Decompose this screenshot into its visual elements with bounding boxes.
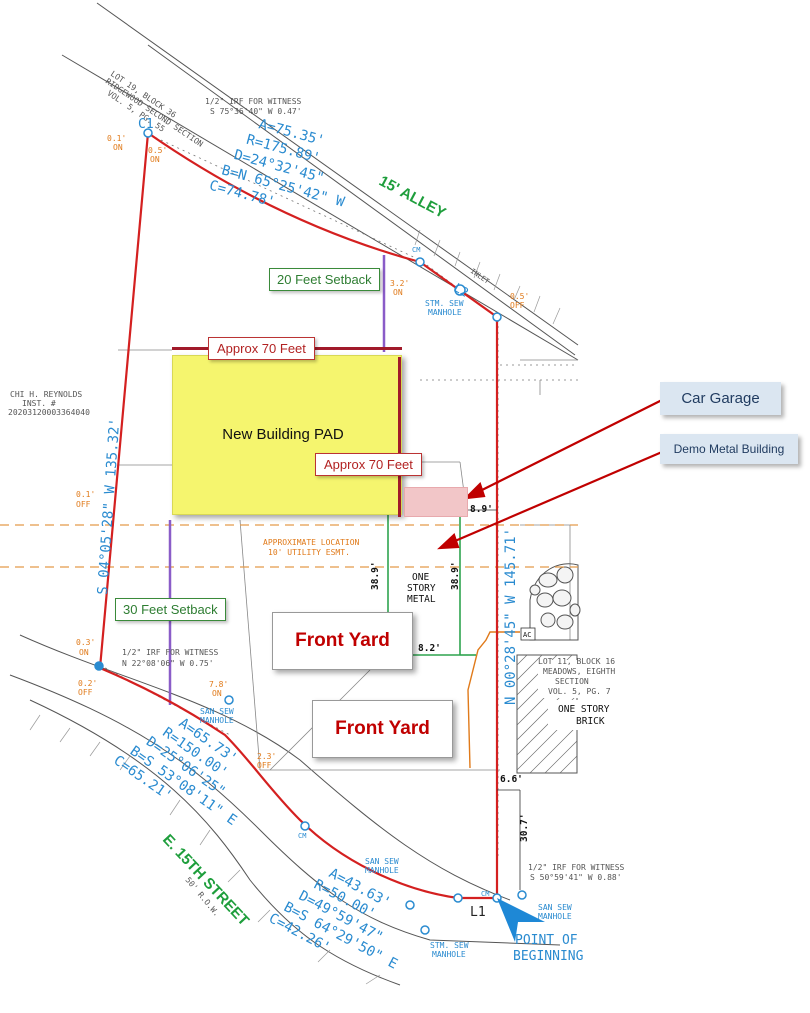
c1-label: C1 <box>138 117 154 132</box>
off-05-off-v: 0.5' <box>510 292 529 301</box>
off-02-off-s: OFF <box>78 688 93 697</box>
off-05-off-s: OFF <box>510 301 525 310</box>
dimension-lines <box>466 509 521 890</box>
cm-label-mid: CM <box>298 832 306 840</box>
irf-bot-line1: 1/2" IRF FOR WITNESS <box>528 863 625 872</box>
inlet-label: INLET <box>469 267 491 286</box>
reynolds-line2: INST. # <box>22 399 56 408</box>
metal-line3: METAL <box>407 594 436 605</box>
san-manhole-bot-2: MANHOLE <box>365 866 399 875</box>
pob-line1: POINT OF <box>515 933 578 948</box>
reynolds-line1: CHI H. REYNOLDS <box>10 390 82 399</box>
pob-arrow <box>497 898 545 942</box>
dim-82: 8.2' <box>418 643 441 654</box>
new-building-pad: New Building PAD <box>172 355 402 515</box>
stm-manhole-top-2: MANHOLE <box>428 308 462 317</box>
pad-label: New Building PAD <box>222 426 344 443</box>
survey-points <box>94 128 527 935</box>
lot11-line4: VOL. 5, PG. 7 <box>548 687 611 696</box>
easement-line1: APPROXIMATE LOCATION <box>263 538 360 547</box>
dim-389-right: 38.9' <box>450 561 461 590</box>
brick-building <box>516 654 603 774</box>
dim-89: 8.9' <box>470 504 493 515</box>
plat-dark-text: ONE STORY METAL ONE STORY BRICK 38.9' 38… <box>370 504 610 842</box>
brick-line1: ONE STORY <box>558 704 610 715</box>
off-01-on-v: 0.1' <box>107 134 126 143</box>
metal-line2: STORY <box>407 583 436 594</box>
brick-line2: BRICK <box>576 716 605 727</box>
off-23-off-v: 2.3' <box>257 752 276 761</box>
street-label: E. 15TH STREET <box>159 831 252 929</box>
san-manhole-mid-1: SAN SEW <box>200 707 234 716</box>
ac-label: AC <box>523 631 531 639</box>
l2-label: L2 <box>452 280 472 299</box>
off-01-off-s: OFF <box>76 500 91 509</box>
san-manhole-bot-1: SAN SEW <box>365 857 399 866</box>
approx-70-feet-top: Approx 70 Feet <box>208 337 315 360</box>
stm-manhole-bot-1: STM. SEW <box>430 941 469 950</box>
dim-307: 30.7' <box>519 813 530 842</box>
off-05-on-v: 0.5' <box>148 146 167 155</box>
l1-label: L1 <box>470 905 486 920</box>
road-edges <box>9 2 579 986</box>
setback-20-label: 20 Feet Setback <box>269 268 380 291</box>
off-03-on-s: ON <box>79 648 89 657</box>
front-yard-label-1: Front Yard <box>272 612 413 670</box>
off-01-off-v: 0.1' <box>76 490 95 499</box>
callout-arrows <box>437 399 663 550</box>
west-bearing: S 04°05'28" W 135.32' <box>95 418 123 596</box>
lot11-line3: SECTION <box>555 677 589 686</box>
irf-bot-line2: S 50°59'41" W 0.88' <box>530 873 622 882</box>
off-78-on-s: ON <box>212 689 222 698</box>
reynolds-line3: 20203120003364040 <box>8 408 90 417</box>
lot11-line2: MEADOWS, EIGHTH <box>543 667 615 676</box>
off-05-on-s: ON <box>150 155 160 164</box>
offset-text: APPROXIMATE LOCATION 10' UTILITY ESMT. 0… <box>76 134 529 770</box>
approx-right-line <box>398 357 401 517</box>
off-32-on-s: ON <box>393 288 403 297</box>
san-manhole-pob-1: SAN SEW <box>538 903 572 912</box>
irf-top-line2: S 75°36'40" W 0.47' <box>210 107 302 116</box>
cm-label-top: CM <box>412 246 420 254</box>
road-hatching <box>29 229 561 985</box>
metal-line1: ONE <box>412 572 429 583</box>
irf-mid-line2: N 22°08'06" W 0.75' <box>122 659 214 668</box>
off-32-on-v: 3.2' <box>390 279 409 288</box>
front-yard-label-2: Front Yard <box>312 700 453 758</box>
dim-389-left: 38.9' <box>370 561 381 590</box>
utility-easement-lines <box>0 524 578 568</box>
approx-70-feet-mid: Approx 70 Feet <box>315 453 422 476</box>
setback-30-label: 30 Feet Setback <box>115 598 226 621</box>
dim-66: 6.6' <box>500 774 523 785</box>
irf-mid-line1: 1/2" IRF FOR WITNESS <box>122 648 219 657</box>
san-manhole-mid-2: MANHOLE <box>200 716 234 725</box>
off-03-on-v: 0.3' <box>76 638 95 647</box>
stm-manhole-top-1: STM. SEW <box>425 299 464 308</box>
pob-line2: BEGINNING <box>513 949 584 964</box>
lot11-line1: LOT 11, BLOCK 16 <box>538 657 615 666</box>
car-garage-callout: Car Garage <box>660 382 781 415</box>
demo-metal-callout: Demo Metal Building <box>660 434 798 464</box>
off-02-off-v: 0.2' <box>78 679 97 688</box>
off-01-on-s: ON <box>113 143 123 152</box>
off-23-off-s: OFF <box>257 761 272 770</box>
driveway-edge <box>467 631 520 769</box>
san-manhole-pob-2: MANHOLE <box>538 912 572 921</box>
cm-label-bot: CM <box>481 890 489 898</box>
ac-unit <box>520 627 536 641</box>
irf-top-line1: 1/2" IRF FOR WITNESS <box>205 97 302 106</box>
property-boundary <box>98 131 499 900</box>
stm-manhole-bot-2: MANHOLE <box>432 950 466 959</box>
alley-label: 15' ALLEY <box>376 173 448 222</box>
rock-landscaping <box>529 563 581 641</box>
car-garage-area <box>404 487 468 517</box>
easement-line2: 10' UTILITY ESMT. <box>268 548 350 557</box>
off-78-on-v: 7.8' <box>209 680 228 689</box>
east-bearing: N 00°28'45" W 145.71' <box>503 528 519 705</box>
